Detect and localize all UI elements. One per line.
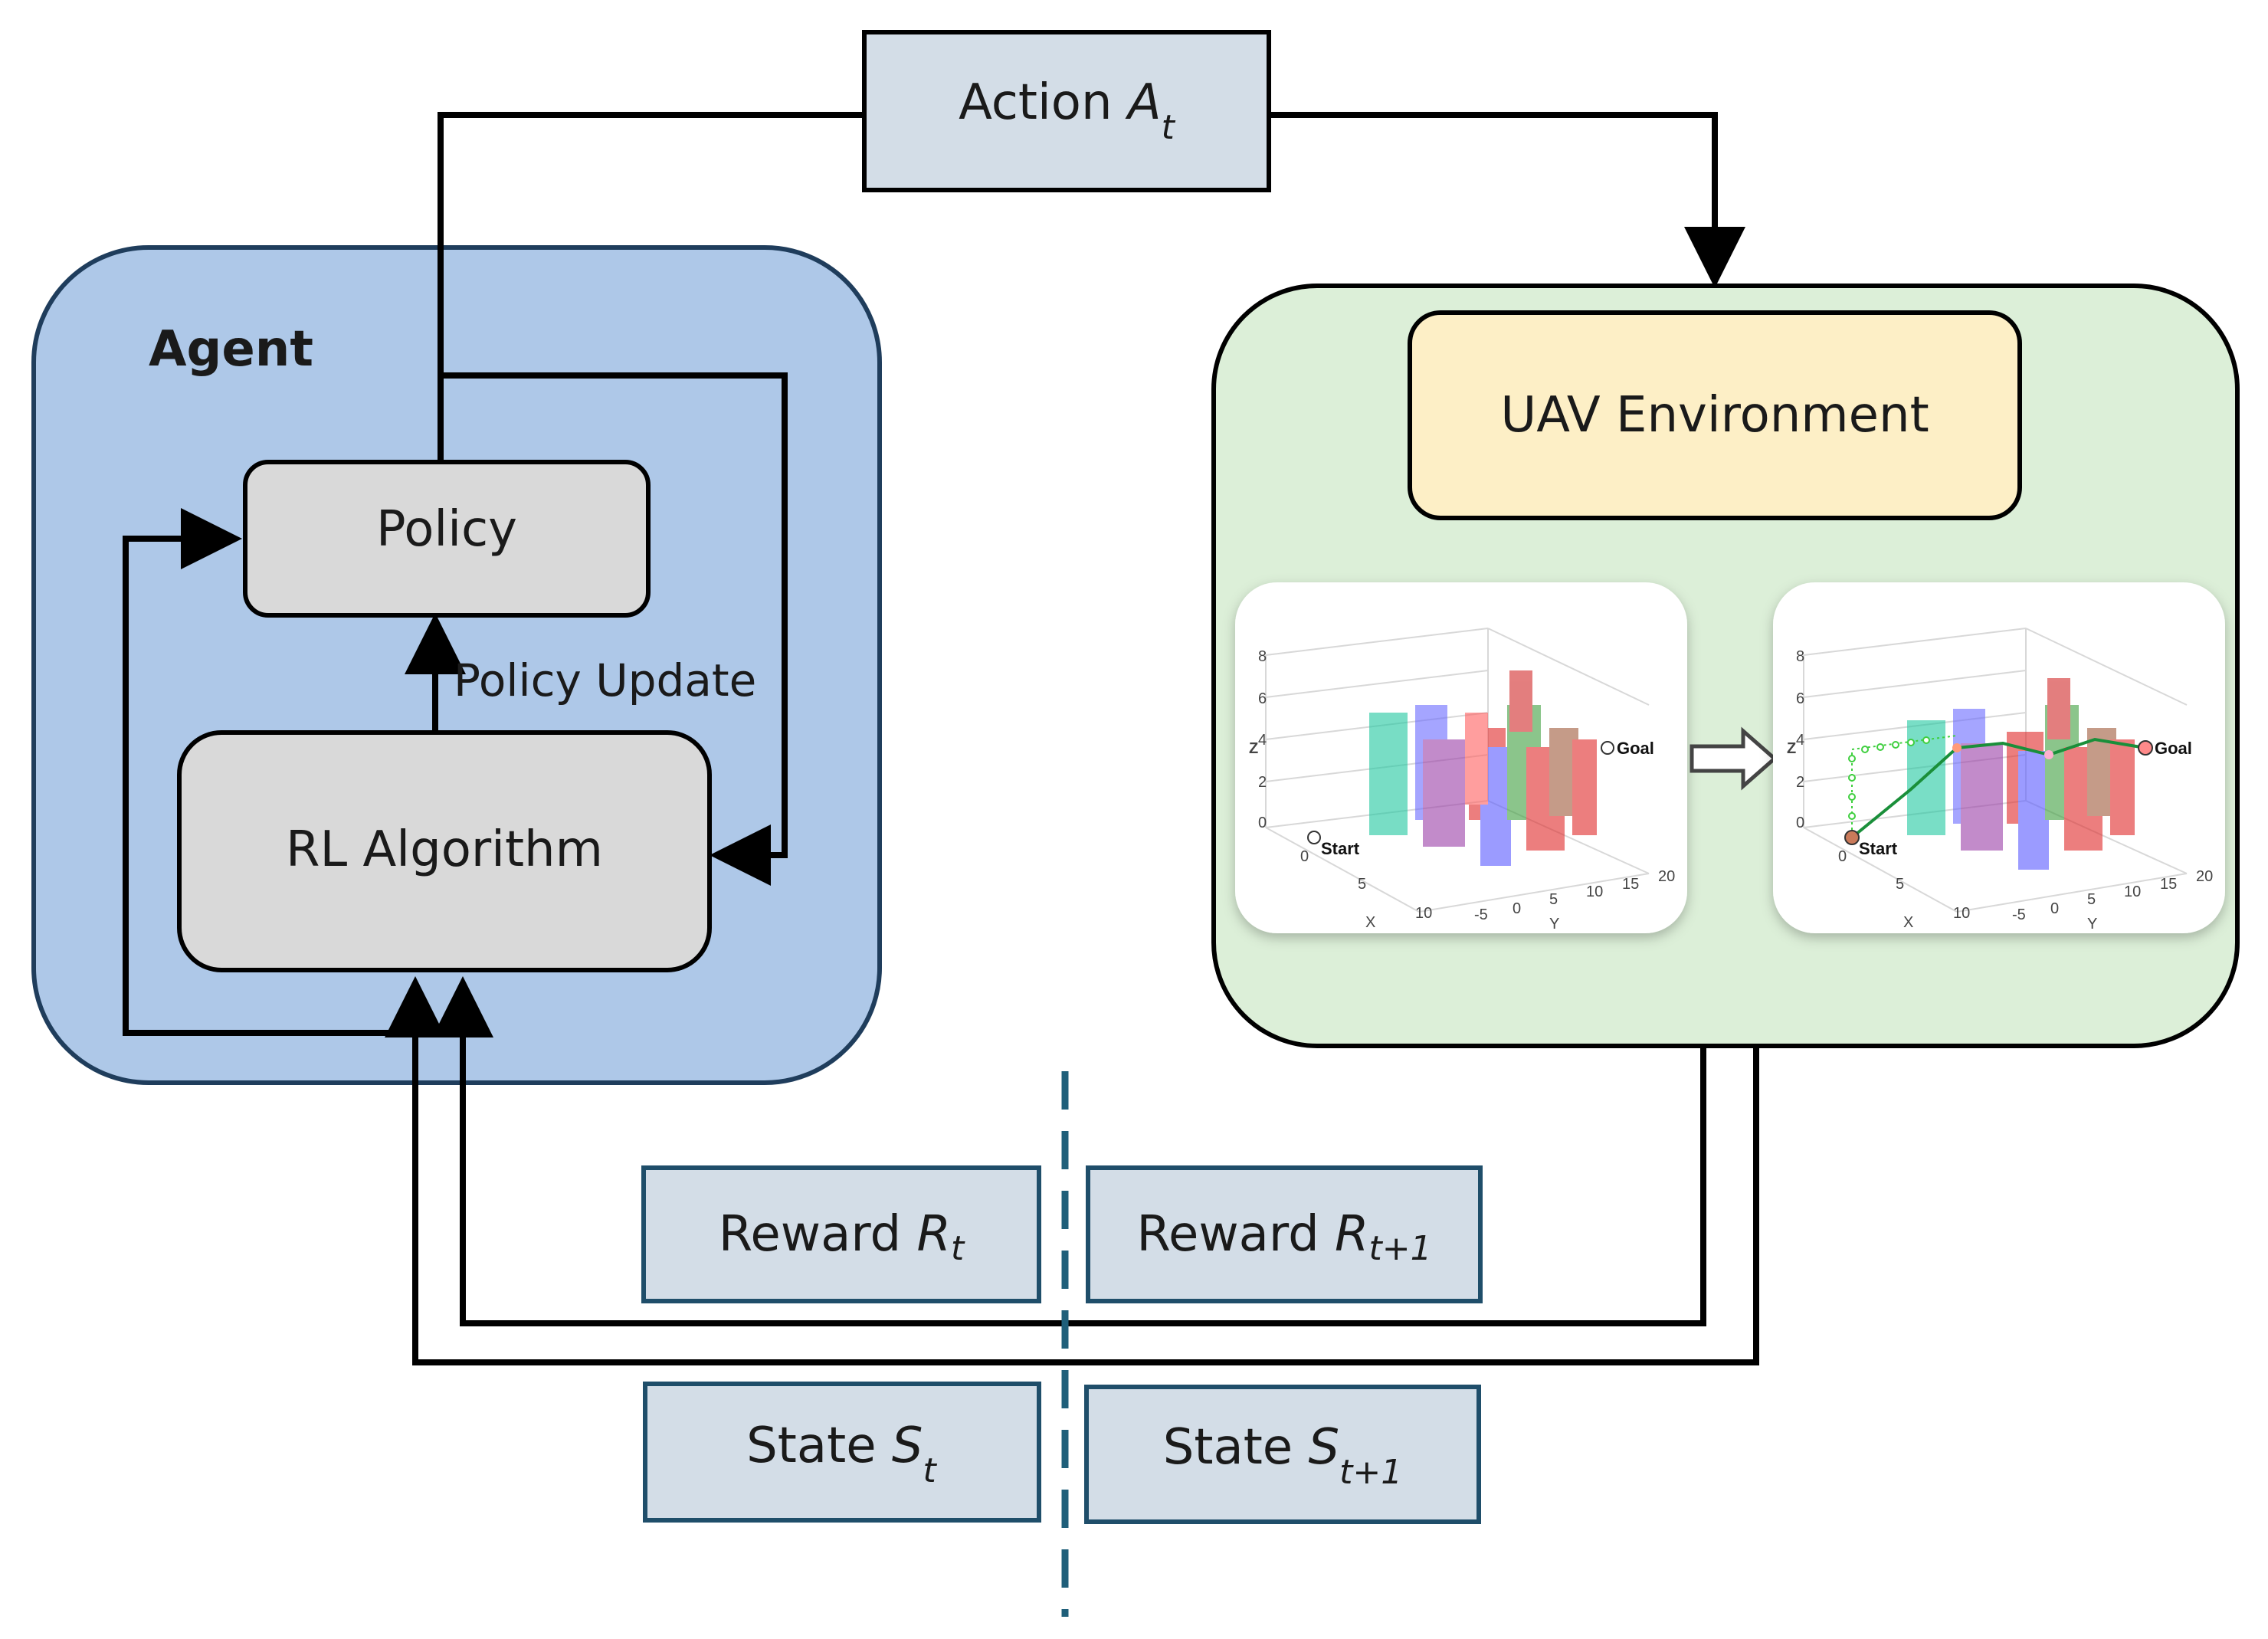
svg-text:10: 10 (1415, 905, 1432, 922)
svg-text:Z: Z (1249, 740, 1258, 757)
environment-plot-before: Start Goal Z X Y 0 2 4 6 8 0 5 10 -5 0 5… (1235, 582, 1687, 933)
svg-text:5: 5 (1896, 876, 1904, 893)
svg-text:-5: -5 (1474, 906, 1488, 923)
environment-plot-after: Start Goal Z X Y 0 2 4 6 8 0 5 10 -5 0 5… (1773, 582, 2225, 933)
reward-t-box (641, 1165, 1041, 1303)
svg-text:0: 0 (1258, 815, 1267, 831)
policy-label: Policy (376, 501, 517, 558)
svg-text:0: 0 (1838, 848, 1847, 865)
svg-text:6: 6 (1796, 690, 1804, 707)
svg-text:5: 5 (1358, 876, 1366, 893)
uav-environment-title-box (1408, 310, 2022, 520)
svg-text:15: 15 (2160, 876, 2177, 893)
action-box (862, 30, 1271, 192)
connectors (123, 112, 1759, 1365)
state-t1-label: State St+1 (1163, 1419, 1403, 1492)
svg-text:20: 20 (1658, 868, 1675, 885)
uav-environment-title: UAV Environment (1500, 387, 1929, 444)
svg-text:4: 4 (1258, 732, 1267, 749)
svg-text:10: 10 (1953, 905, 1970, 922)
reward-t-label: Reward Rt (719, 1206, 965, 1268)
svg-text:20: 20 (2196, 868, 2213, 885)
svg-text:X: X (1365, 914, 1375, 931)
policy-box (243, 460, 651, 618)
svg-text:5: 5 (2087, 891, 2096, 908)
policy-loop-arrow (441, 372, 788, 886)
svg-text:2: 2 (1796, 774, 1804, 791)
reward-feedback-arrow (432, 976, 1706, 1326)
reward-t1-box (1086, 1165, 1483, 1303)
svg-text:5: 5 (1549, 891, 1558, 908)
svg-text:0: 0 (1796, 815, 1804, 831)
svg-text:10: 10 (2124, 883, 2141, 900)
svg-text:0: 0 (1300, 848, 1309, 865)
svg-text:6: 6 (1258, 690, 1267, 707)
svg-text:15: 15 (1622, 876, 1639, 893)
svg-text:Y: Y (2087, 916, 2097, 933)
rl-algorithm-box (177, 730, 712, 972)
action-label: Action At (959, 74, 1176, 147)
svg-text:Start: Start (1859, 839, 1898, 858)
agent-title: Agent (149, 321, 313, 378)
svg-text:0: 0 (2050, 900, 2059, 917)
svg-text:Y: Y (1549, 916, 1559, 933)
state-feedback-arrow (385, 976, 1759, 1365)
svg-text:-5: -5 (2012, 906, 2026, 923)
svg-text:Start: Start (1321, 839, 1360, 858)
svg-text:8: 8 (1796, 648, 1804, 665)
svg-text:10: 10 (1586, 883, 1603, 900)
transition-arrow-icon (1690, 726, 1778, 791)
state-t-box (643, 1382, 1041, 1523)
policy-update-label: Policy Update (454, 654, 756, 706)
reward-t1-label: Reward Rt+1 (1136, 1206, 1431, 1268)
svg-text:4: 4 (1796, 732, 1804, 749)
state-t1-box (1084, 1385, 1481, 1524)
state-t-label: State St (746, 1418, 937, 1490)
action-line-right (1266, 112, 1745, 288)
svg-text:Goal: Goal (1617, 739, 1654, 758)
svg-text:2: 2 (1258, 774, 1267, 791)
svg-text:X: X (1903, 914, 1913, 931)
svg-text:Z: Z (1787, 740, 1796, 757)
state-to-policy-arrow (123, 508, 415, 1036)
svg-text:Goal: Goal (2155, 739, 2192, 758)
svg-text:0: 0 (1513, 900, 1521, 917)
svg-text:8: 8 (1258, 648, 1267, 665)
action-line-left (438, 112, 864, 466)
rl-algorithm-label: RL Algorithm (286, 821, 603, 878)
